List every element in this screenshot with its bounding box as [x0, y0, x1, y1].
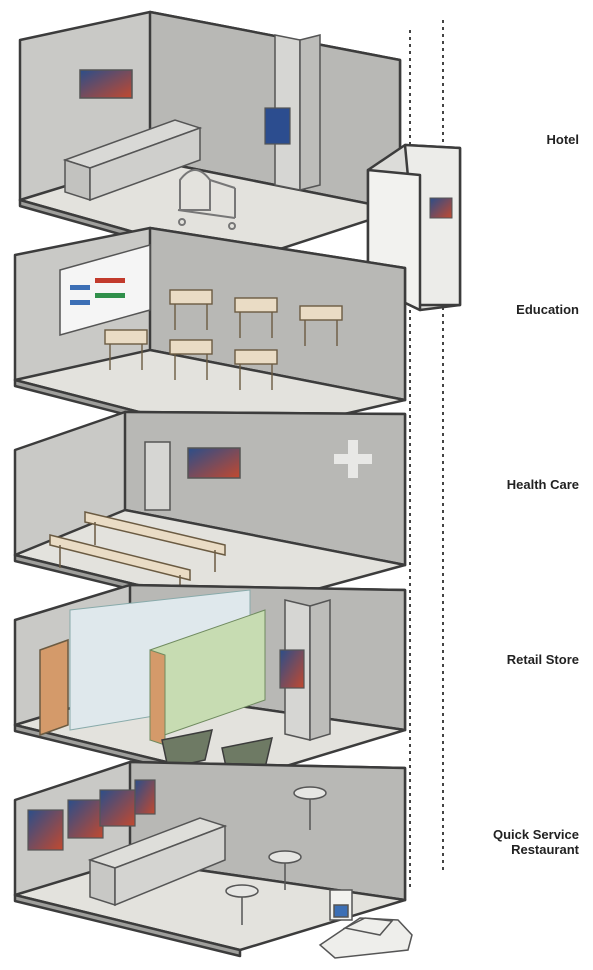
education-whiteboard-screen	[59, 244, 151, 336]
label-education: Education	[516, 302, 579, 317]
label-quick-service-restaurant: Quick Service Restaurant	[493, 827, 579, 857]
drive-thru-sign	[329, 889, 353, 921]
car-icon	[318, 917, 413, 959]
label-hotel-text: Hotel	[546, 132, 580, 147]
label-hotel: Hotel	[547, 132, 580, 147]
waiting-benches	[49, 511, 226, 597]
restaurant-counter	[87, 817, 228, 907]
elevator-screen-icon	[429, 197, 453, 219]
label-retail-store: Retail Store	[507, 652, 579, 667]
label-health-care: Health Care	[507, 477, 579, 492]
retail-end-cap	[39, 638, 69, 737]
hotel-pillar-screen-icon	[264, 107, 291, 145]
health-care-screen-icon	[187, 447, 241, 479]
hotel-screen-icon	[79, 69, 133, 99]
restaurant-menu-boards	[27, 779, 156, 851]
restaurant-tables	[225, 786, 327, 925]
label-health-care-text: Health Care	[506, 477, 579, 492]
hotel-front-desk	[62, 119, 203, 202]
label-education-text: Education	[516, 302, 579, 317]
classroom-desks	[104, 289, 343, 390]
label-qsr-line2: Restaurant	[511, 842, 579, 857]
health-care-door	[144, 441, 171, 511]
retail-screen-icon	[279, 649, 305, 689]
hotel-floor	[18, 10, 402, 270]
luggage-cart-icon	[177, 169, 236, 230]
label-qsr-line1: Quick Service	[493, 827, 579, 842]
label-retail-store-text: Retail Store	[506, 652, 579, 667]
retail-product-shelves	[149, 609, 266, 746]
medical-cross-icon	[334, 440, 372, 478]
